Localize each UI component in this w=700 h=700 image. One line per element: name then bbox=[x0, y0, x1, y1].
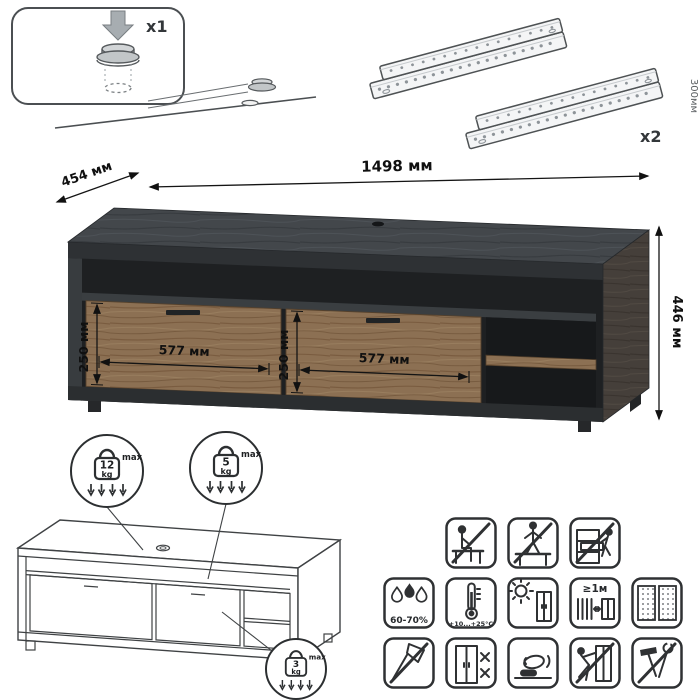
left-drawer-height-label: 250 мм bbox=[76, 322, 91, 373]
slides-quantity-label: x2 bbox=[640, 127, 661, 146]
top-load-unit: kg bbox=[101, 470, 112, 479]
care-icons-grid: 60-70% +10...+25°C ≥1м bbox=[383, 517, 683, 689]
shelf-load-value: 5 bbox=[222, 457, 229, 469]
drawer-load-value: 3 bbox=[293, 660, 299, 670]
depth-dimension-label: 454 мм bbox=[59, 159, 114, 191]
no-leaning-icon bbox=[445, 637, 497, 689]
outline-front-face bbox=[17, 547, 299, 661]
no-sharp-impacts-icon bbox=[383, 637, 435, 689]
shelf-load-unit: kg bbox=[220, 467, 231, 476]
humidity-range-label: 60-70% bbox=[390, 616, 428, 626]
sunlight-icon bbox=[507, 577, 559, 629]
right-drawer-width-label: 577 мм bbox=[358, 350, 409, 367]
panel-material-icon bbox=[631, 577, 683, 629]
leader-shelf-load bbox=[207, 503, 227, 580]
width-dimension-label: 1498 мм bbox=[361, 156, 433, 176]
weight-icon: 5 kg bbox=[212, 445, 240, 478]
outline-right-side bbox=[297, 538, 341, 662]
cabinet-bottom-edge bbox=[68, 386, 603, 422]
cabinet-foot bbox=[88, 401, 101, 412]
load-direction-arrows bbox=[209, 481, 243, 489]
height-dimension-label: 446 мм bbox=[669, 296, 684, 349]
right-drawer-height-label: 250 мм bbox=[276, 330, 291, 381]
slide-length-label: 300мм bbox=[688, 79, 699, 113]
cap-on-panel-illustration bbox=[241, 78, 277, 107]
left-drawer-width-dimension: 577 мм bbox=[98, 342, 270, 375]
panel-edge-line bbox=[54, 96, 317, 129]
shelf-load-callout: 5 kg max bbox=[189, 431, 263, 505]
load-limits-diagram: 12 kg max 5 kg max bbox=[15, 431, 343, 700]
load-direction-arrows bbox=[281, 680, 311, 687]
compartment-shelf bbox=[485, 354, 597, 371]
no-metal-tools-icon bbox=[631, 637, 683, 689]
outline-right-drawer bbox=[155, 583, 241, 647]
cabinet-left-panel-edge bbox=[68, 258, 82, 401]
dimension-depth: 454 мм bbox=[55, 159, 140, 203]
outline-left-drawer bbox=[29, 574, 153, 641]
cabinet-fixed-shelf-edge bbox=[82, 292, 596, 322]
panel-hole bbox=[241, 99, 259, 107]
temperature-range-label: +10...+25°C bbox=[449, 620, 494, 628]
drawer-load-qualifier: max bbox=[309, 653, 326, 662]
insert-direction-arrow-icon bbox=[101, 10, 135, 41]
drawer-slide bbox=[465, 67, 664, 150]
no-sitting-icon bbox=[445, 517, 497, 569]
load-direction-arrows bbox=[90, 484, 124, 492]
cabinet-foot bbox=[630, 394, 641, 412]
outline-foot bbox=[25, 640, 36, 651]
top-load-qualifier: max bbox=[122, 453, 143, 463]
heat-distance-icon: ≥1м bbox=[569, 577, 621, 629]
shelf-load-qualifier: max bbox=[241, 450, 262, 460]
left-drawer-height-dimension: 250 мм bbox=[76, 302, 104, 386]
cable-grommet bbox=[372, 221, 384, 227]
drawer-slides-diagram: x2 300мм bbox=[369, 17, 699, 150]
right-drawer-width-dimension: 577 мм bbox=[298, 350, 470, 383]
left-drawer-width-label: 577 мм bbox=[158, 342, 209, 359]
min-distance-label: ≥1м bbox=[583, 583, 608, 595]
right-drawer-height-dimension: 250 мм bbox=[276, 310, 304, 394]
drawer-slide bbox=[369, 17, 568, 100]
no-climbing-icon bbox=[569, 517, 621, 569]
no-dragging-icon bbox=[569, 637, 621, 689]
dimension-width: 1498 мм bbox=[148, 156, 650, 191]
top-load-value: 12 bbox=[100, 460, 115, 472]
temperature-icon: +10...+25°C bbox=[445, 577, 497, 629]
humidity-icon: 60-70% bbox=[383, 577, 435, 629]
left-drawer-handle bbox=[166, 310, 200, 315]
dimension-height: 446 мм bbox=[655, 225, 684, 421]
leader-top-load bbox=[106, 506, 144, 551]
no-standing-icon bbox=[507, 517, 559, 569]
cap-fitting-diagram: x1 bbox=[11, 7, 317, 129]
callout-leader-line bbox=[147, 83, 249, 102]
leader-drawer-load bbox=[221, 611, 273, 652]
cap-illustration bbox=[96, 43, 140, 94]
outline-cable-grommet bbox=[155, 544, 171, 552]
top-load-callout: 12 kg max bbox=[70, 434, 144, 508]
cabinet-right-side-panel bbox=[602, 229, 650, 423]
drawer-load-callout: 3 kg max bbox=[265, 638, 327, 700]
drawer-load-unit: kg bbox=[291, 668, 301, 676]
tv-stand-render: 1498 мм 454 мм 446 мм 250 мм 577 мм 250 … bbox=[55, 156, 684, 432]
weight-icon: 3 kg bbox=[284, 650, 308, 677]
right-drawer-handle bbox=[366, 318, 400, 323]
cabinet-foot bbox=[578, 421, 591, 432]
wipe-soft-cloth-icon bbox=[507, 637, 559, 689]
cap-quantity-label: x1 bbox=[146, 17, 167, 36]
outline-foot bbox=[323, 633, 333, 643]
callout-leader-line bbox=[147, 91, 249, 109]
weight-icon: 12 kg bbox=[93, 448, 121, 481]
cabinet-top-front-edge bbox=[68, 242, 603, 280]
